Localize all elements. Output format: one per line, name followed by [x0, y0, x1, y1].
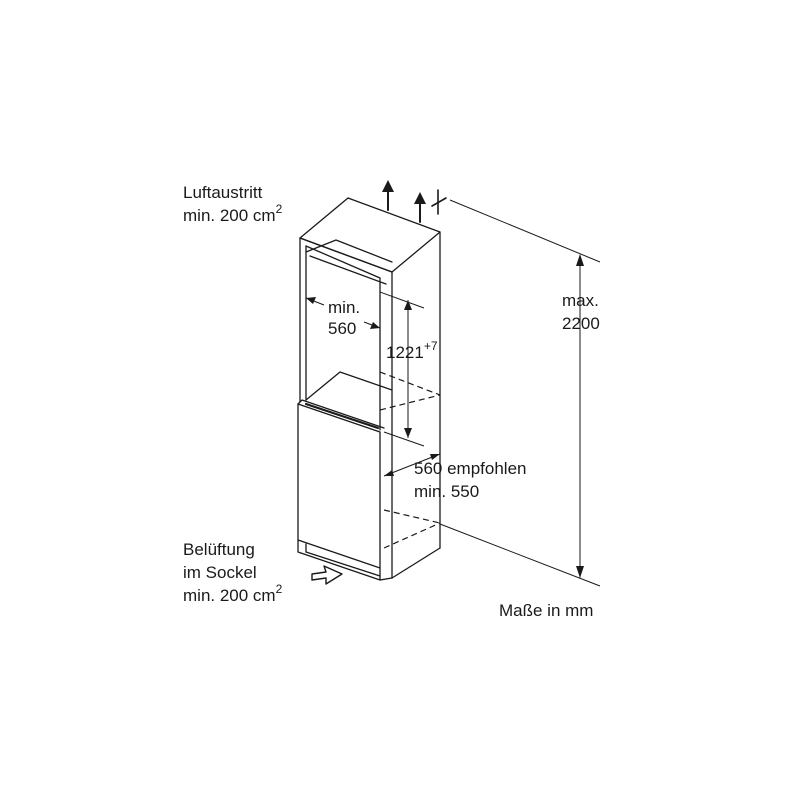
- cabinet-outline: [299, 197, 441, 579]
- air-outlet-arrow-right: [414, 192, 426, 223]
- appliance-front: [297, 399, 385, 569]
- width-dimension: [383, 453, 441, 477]
- max-label: max.: [562, 291, 599, 310]
- width-recommended-label: 560 empfohlen: [414, 459, 526, 478]
- depth-min-value: 560: [328, 319, 356, 338]
- depth-min-label: min.: [328, 298, 360, 317]
- ventilation-area-label: min. 200 cm2: [183, 582, 283, 605]
- units-note: Maße in mm: [499, 601, 593, 620]
- plinth: [297, 539, 393, 581]
- wall-clearance-icon: [431, 189, 447, 215]
- max-height-dimension: [439, 199, 601, 587]
- air-outlet-arrow-left: [382, 180, 394, 211]
- max-value: 2200: [562, 314, 600, 333]
- air-outlet-label: Luftaustritt: [183, 183, 263, 202]
- in-plinth-label: im Sockel: [183, 563, 257, 582]
- niche-height-label: 1221+7: [386, 339, 438, 362]
- width-min-label: min. 550: [414, 482, 479, 501]
- ventilation-label: Belüftung: [183, 540, 255, 559]
- ventilation-inlet-arrow: [311, 565, 343, 585]
- air-outlet-area-label: min. 200 cm2: [183, 202, 283, 225]
- niche-height-dimension: [383, 300, 425, 447]
- depth-dimension: [305, 291, 425, 329]
- hidden-lines: [379, 371, 441, 549]
